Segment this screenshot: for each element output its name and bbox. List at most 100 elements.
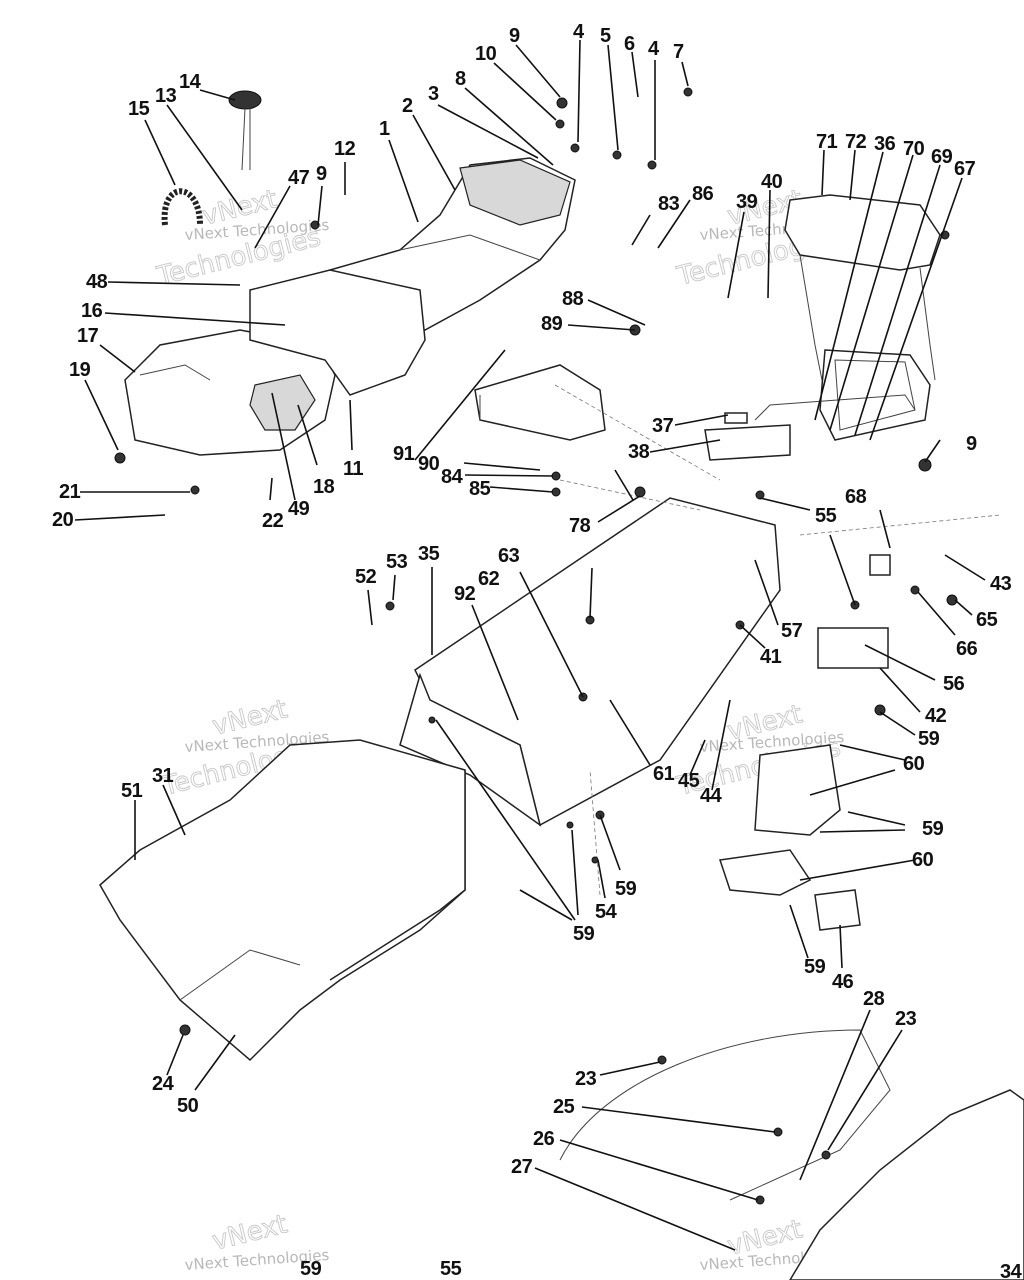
part-label: 78 — [569, 515, 591, 537]
part-label: 57 — [781, 620, 803, 642]
part-label: 25 — [553, 1096, 575, 1118]
part-label: 60 — [912, 849, 934, 871]
part-label: 26 — [533, 1128, 555, 1150]
hood-assembly — [559, 1029, 1024, 1280]
part-label: 11 — [343, 458, 364, 480]
part-label: 8 — [455, 68, 466, 90]
part-label: 9 — [966, 433, 977, 455]
part-label: 89 — [541, 313, 563, 335]
tank-shroud — [249, 269, 426, 396]
part-label: 10 — [475, 43, 497, 65]
part-label: 49 — [288, 498, 310, 520]
part-label: 70 — [903, 138, 925, 160]
part-label: 9 — [316, 163, 327, 185]
part-label: 31 — [152, 765, 174, 787]
part-label: 59 — [615, 878, 637, 900]
part-label: 16 — [81, 300, 103, 322]
part-label: 28 — [863, 988, 885, 1010]
small-fasteners — [114, 87, 958, 1205]
part-label: 88 — [562, 288, 584, 310]
part-label: 23 — [575, 1068, 597, 1090]
part-label: 17 — [77, 325, 99, 347]
part-label: 68 — [845, 486, 867, 508]
part-label: 59 — [922, 818, 944, 840]
part-label: 35 — [418, 543, 440, 565]
part-label: 54 — [595, 901, 618, 923]
part-label: 23 — [895, 1008, 917, 1030]
part-label: 21 — [59, 481, 81, 503]
part-label: 72 — [845, 131, 867, 153]
part-label: 38 — [628, 441, 650, 463]
hinge-bracket — [704, 424, 791, 461]
part-label: 66 — [956, 638, 978, 660]
part-label: 5 — [600, 25, 611, 47]
part-label: 67 — [954, 158, 976, 180]
part-label: 83 — [658, 193, 680, 215]
part-label: 61 — [653, 763, 675, 785]
fuel-hose — [161, 188, 203, 226]
part-label: 52 — [355, 566, 377, 588]
part-label: 41 — [760, 646, 782, 668]
part-label: 85 — [469, 478, 491, 500]
fuel-gauge — [228, 90, 262, 171]
part-label: 44 — [700, 785, 723, 807]
part-label: 13 — [155, 85, 177, 107]
part-label: 59 — [918, 728, 940, 750]
part-label: 55 — [815, 505, 837, 527]
part-label: 51 — [121, 780, 143, 802]
part-label: 59 — [804, 956, 826, 978]
part-label: 37 — [652, 415, 674, 437]
main-frame-cover — [399, 497, 781, 827]
part-label: 62 — [478, 568, 500, 590]
part-label: 22 — [262, 510, 284, 532]
part-label: 92 — [454, 583, 476, 605]
part-label: 86 — [692, 183, 714, 205]
part-label: 46 — [832, 971, 854, 993]
part-label: 19 — [69, 359, 91, 381]
part-label: 60 — [903, 753, 925, 775]
foot-pan — [99, 739, 466, 1062]
part-label: 9 — [509, 25, 520, 47]
part-label: 48 — [86, 271, 108, 293]
seat-bracket — [474, 364, 606, 441]
part-label: 4 — [573, 21, 585, 43]
part-label: 59 — [573, 923, 595, 945]
part-number-labels: 1 2 3 4 4 5 6 7 8 9 9 9 10 11 12 13 14 1… — [52, 21, 1023, 1280]
part-label: 2 — [402, 95, 413, 117]
part-label: 6 — [624, 33, 635, 55]
fuel-tank — [124, 329, 336, 456]
part-label: 65 — [976, 609, 998, 631]
part-label: 3 — [428, 83, 439, 105]
part-label: 42 — [925, 705, 947, 727]
part-label: 7 — [673, 41, 684, 63]
part-label: 18 — [313, 476, 335, 498]
part-label: 36 — [874, 133, 896, 155]
part-label: 27 — [511, 1156, 533, 1178]
part-label: 4 — [648, 38, 660, 60]
part-label: 43 — [990, 573, 1012, 595]
part-label: 45 — [678, 770, 700, 792]
part-label: 34 — [1000, 1261, 1023, 1280]
part-label: 14 — [179, 71, 202, 93]
part-label: 59 — [300, 1258, 322, 1280]
part-label: 53 — [386, 551, 408, 573]
part-label: 90 — [418, 453, 440, 475]
part-label: 63 — [498, 545, 520, 567]
part-label: 50 — [177, 1095, 199, 1117]
part-label: 20 — [52, 509, 74, 531]
part-label: 24 — [152, 1073, 175, 1095]
part-label: 1 — [379, 118, 390, 140]
part-label: 71 — [816, 131, 838, 153]
pedal-bracket — [719, 744, 861, 931]
part-label: 56 — [943, 673, 965, 695]
part-label: 12 — [334, 138, 356, 160]
part-label: 91 — [393, 443, 415, 465]
part-label: 39 — [736, 191, 758, 213]
part-label: 15 — [128, 98, 150, 120]
part-label: 47 — [288, 167, 310, 189]
part-label: 69 — [931, 146, 953, 168]
part-label: 55 — [440, 1258, 462, 1280]
part-label: 40 — [761, 171, 783, 193]
part-label: 84 — [441, 466, 464, 488]
